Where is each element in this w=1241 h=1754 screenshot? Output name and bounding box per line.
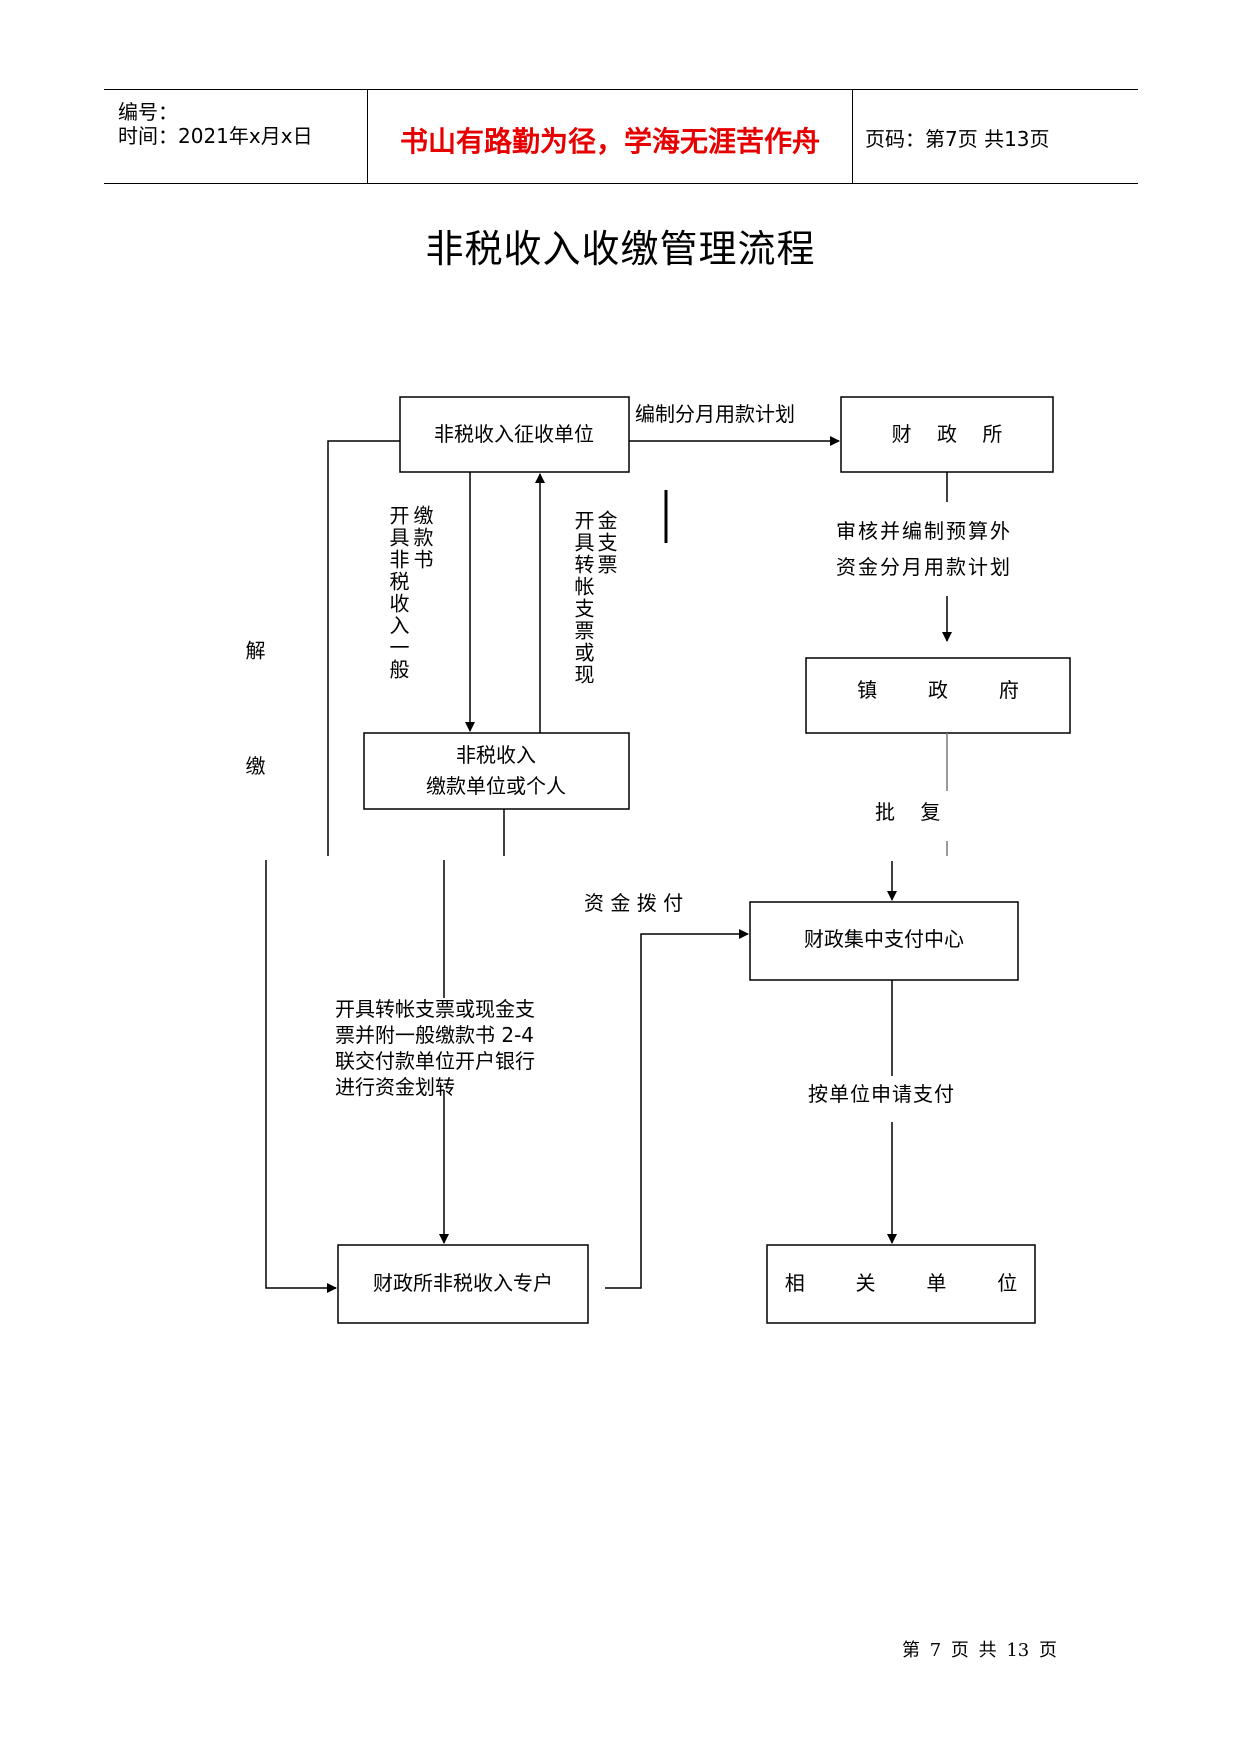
node-payer: 非税收入 缴款单位或个人	[363, 732, 630, 810]
svg-text:非税收入: 非税收入	[456, 743, 536, 767]
document-number-label: 编号：	[118, 100, 178, 124]
node-related-unit: 相 关 单 位	[766, 1244, 1036, 1324]
arrow-remit-to-account	[265, 860, 337, 1293]
line-collector-left	[327, 440, 400, 856]
label-pay-by-request: 按单位申请支付	[808, 1082, 955, 1106]
label-transfer-line4: 进行资金划转	[335, 1075, 455, 1099]
header-meta-cell: 编号： 时间：2021年x月x日	[104, 90, 368, 183]
label-review-line2: 资金分月用款计划	[836, 555, 1012, 579]
node-collector: 非税收入征收单位	[399, 396, 630, 473]
header-motto-cell: 书山有路勤为径，学海无涯苦作舟	[368, 90, 853, 183]
header-page-label: 页码：第7页 共13页	[865, 127, 1050, 151]
label-transfer-line3: 联交付款单位开户银行	[335, 1049, 535, 1073]
label-issue-cheque: 开具转帐支票或现 金支票	[571, 510, 618, 686]
node-special-account: 财政所非税收入专户	[337, 1244, 589, 1324]
label-monthly-plan: 编制分月用款计划	[635, 402, 795, 426]
svg-text:缴款书: 缴款书	[410, 505, 434, 571]
label-fund-allocation: 资 金 拨 付	[584, 891, 683, 915]
label-transfer-line1: 开具转帐支票或现金支	[335, 997, 535, 1021]
node-town-government: 镇 政 府	[805, 657, 1071, 734]
svg-text:非税收入征收单位: 非税收入征收单位	[434, 422, 594, 446]
svg-text:开具转帐支票或现: 开具转帐支票或现	[571, 510, 595, 686]
svg-text:财政所非税收入专户: 财政所非税收入专户	[373, 1271, 553, 1295]
svg-text:开具非税收入一般: 开具非税收入一般	[386, 505, 410, 681]
svg-text:镇 政 府: 镇 政 府	[857, 678, 1019, 702]
page-footer: 第 7 页 共 13 页	[902, 1640, 1057, 1661]
svg-text:财 政 所: 财 政 所	[892, 422, 1003, 446]
svg-text:相 关 单 位: 相 关 单 位	[785, 1271, 1018, 1295]
label-approval: 批 复	[875, 800, 940, 824]
header-page-cell: 页码：第7页 共13页	[853, 90, 1138, 183]
label-review-line1: 审核并编制预算外	[836, 519, 1012, 543]
document-header: 编号： 时间：2021年x月x日 书山有路勤为径，学海无涯苦作舟 页码：第7页 …	[104, 89, 1138, 184]
header-motto: 书山有路勤为径，学海无涯苦作舟	[399, 125, 820, 158]
node-central-payment-center: 财政集中支付中心	[749, 901, 1019, 981]
page-title: 非税收入收缴管理流程	[425, 227, 816, 271]
label-remit: 解 缴	[242, 640, 266, 790]
label-issue-general-bill: 开具非税收入一般 缴款书	[386, 505, 434, 681]
label-transfer-line2: 票并附一般缴款书 2-4	[335, 1023, 534, 1047]
svg-text:财政集中支付中心: 财政集中支付中心	[804, 927, 964, 951]
svg-text:金支票: 金支票	[594, 510, 618, 576]
document-time-label: 时间：2021年x月x日	[118, 124, 313, 148]
node-finance-office: 财 政 所	[840, 396, 1054, 473]
svg-text:缴款单位或个人: 缴款单位或个人	[426, 774, 566, 798]
arrow-account-to-center	[605, 929, 749, 1289]
